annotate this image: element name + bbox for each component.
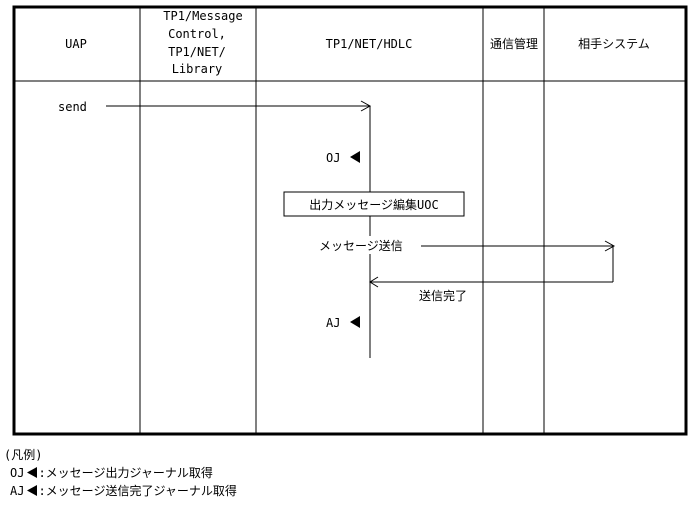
header-uap: UAP	[65, 37, 87, 51]
msg-send-arrowhead-icon	[604, 240, 616, 252]
msg-send-label: メッセージ送信	[319, 238, 403, 253]
header-partner: 相手システム	[578, 37, 650, 51]
send-label: send	[58, 100, 87, 114]
legend-oj-marker-icon	[27, 467, 38, 478]
header-msgctl-line4: Library	[172, 62, 223, 76]
header-hdlc: TP1/NET/HDLC	[326, 37, 413, 51]
diagram-frame	[12, 5, 688, 436]
legend-aj-text: :メッセージ送信完了ジャーナル取得	[38, 484, 237, 498]
legend-aj-code: AJ	[10, 484, 25, 498]
msg-send-label-bg	[317, 236, 423, 254]
legend-aj-row: AJ :メッセージ送信完了ジャーナル取得	[4, 482, 237, 499]
legend-oj-code: OJ	[10, 466, 25, 480]
oj-journal-marker-icon	[350, 151, 360, 163]
uoc-box-label: 出力メッセージ編集UOC	[309, 197, 438, 212]
aj-journal-marker-icon	[350, 316, 360, 328]
legend-oj-text: :メッセージ出力ジャーナル取得	[38, 466, 213, 480]
header-comm: 通信管理	[490, 36, 538, 51]
legend-aj-marker-icon	[27, 485, 38, 496]
uoc-box	[283, 191, 465, 217]
legend-title: (凡例)	[4, 448, 43, 462]
send-done-arrowhead-icon	[369, 276, 379, 288]
oj-label: OJ	[326, 151, 340, 165]
header-msgctl-line1: TP1/Message	[163, 9, 242, 23]
legend-oj-row: OJ :メッセージ出力ジャーナル取得	[4, 464, 213, 481]
header-msgctl-line2: Control,	[168, 27, 226, 41]
header-msgctl-line3: TP1/NET/	[168, 45, 226, 59]
aj-label: AJ	[326, 316, 340, 330]
send-done-label: 送信完了	[419, 288, 467, 303]
